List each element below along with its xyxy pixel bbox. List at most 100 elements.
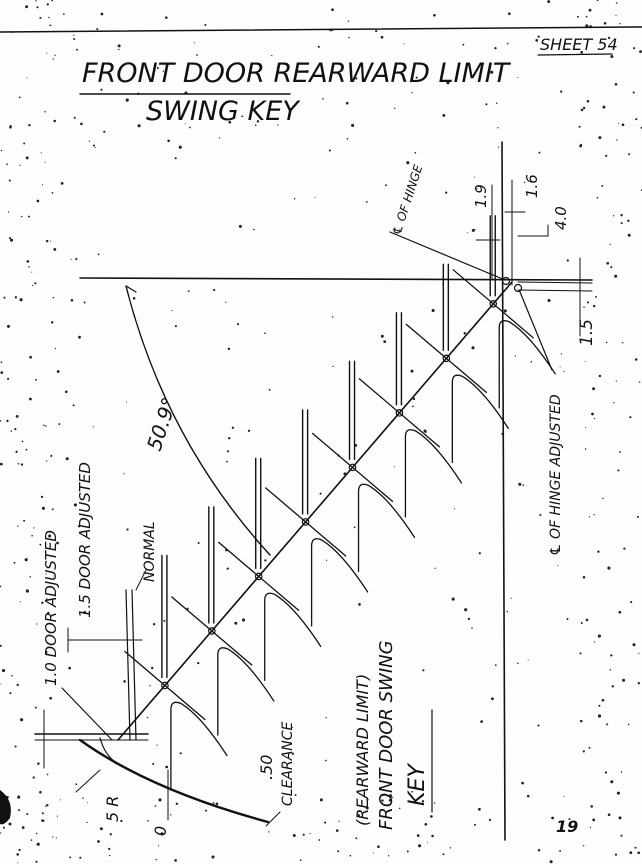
speckle [332,365,334,368]
scan-blob [0,790,11,825]
speckle [14,296,18,299]
speckle [345,101,349,105]
normal-line [125,589,131,741]
normal-line-2 [131,589,137,741]
speckle [610,654,613,657]
speckle [234,621,238,625]
speckle [620,222,623,225]
speckle [421,800,425,803]
speckle [347,20,350,22]
speckle [480,720,483,723]
door-pivot [348,463,357,472]
speckle [40,152,42,154]
speckle [614,853,618,856]
speckle [271,54,273,57]
speckle [530,361,533,363]
sheet-label-underline [537,53,613,56]
speckle [54,347,57,350]
speckle [462,43,465,46]
speckle [48,16,50,19]
speckle [0,585,2,588]
speckle [178,145,182,149]
speckle [615,380,617,382]
cl-hinge-adjusted-label: ℄ OF HINGE ADJUSTED [548,394,564,556]
speckle [35,0,37,2]
speckle [100,88,103,91]
speckle [23,519,26,522]
speckle [616,139,618,141]
speckle [39,790,42,794]
speckle [319,492,322,495]
speckle [45,460,48,462]
speckle [538,151,541,154]
speckle [411,92,413,94]
hinge-adjusted-horizontal [517,281,593,284]
speckle [539,513,542,517]
speckle [156,744,158,746]
speckle [628,153,631,156]
speckle [50,454,53,457]
speckle [464,608,468,612]
speckle [618,610,622,614]
speckle [77,525,81,528]
speckle [213,288,216,292]
speckle [634,846,637,849]
speckle [44,111,46,113]
speckle [148,117,151,120]
speckle [88,140,91,142]
door-position [218,457,322,682]
speckle [123,473,125,475]
speckle [317,45,320,48]
door-pivot [442,354,451,363]
page-number: 19 [556,817,578,836]
speckle [62,13,65,15]
speckle [19,601,21,603]
door-return-curve [498,320,556,409]
speckle [582,576,586,579]
speckle [488,818,492,821]
speckle [44,650,48,654]
speckle [87,801,89,803]
speckle [225,301,227,303]
speckle [17,525,19,527]
speckle [103,130,106,133]
speckle [41,601,44,605]
speckle [29,576,32,578]
speckle [51,192,54,194]
door-return-curve [451,374,509,463]
speckle [605,341,608,344]
door-positions [124,215,556,791]
speckle [15,450,18,453]
speckle [53,119,56,123]
speckle [431,308,435,313]
speckle [559,366,561,368]
speckle [35,378,37,381]
speckle [171,309,173,312]
speckle [39,543,42,546]
door-pivot [254,572,263,581]
speckle [495,102,498,104]
speckle [30,839,33,841]
title-line-1: FRONT DOOR REARWARD LIMIT [82,58,512,89]
speckle [51,508,54,511]
door-position [452,215,556,409]
speckle [56,541,59,545]
speckle [184,123,186,125]
key-line-2: FRONT DOOR SWING [376,640,397,830]
speckle [212,802,215,804]
speckle [41,184,44,186]
speckle [473,823,476,826]
speckle [49,696,53,700]
hinge-pivot-adjusted [513,283,523,293]
top-border-line [0,26,642,33]
speckle [36,199,40,203]
speckle [0,462,3,466]
speckle [335,829,339,832]
speckle [175,802,179,805]
speckle [9,125,12,129]
speckle [26,813,29,816]
speckle [55,837,57,839]
speckle [635,118,638,121]
speckle [48,534,52,538]
speckle [629,416,632,419]
